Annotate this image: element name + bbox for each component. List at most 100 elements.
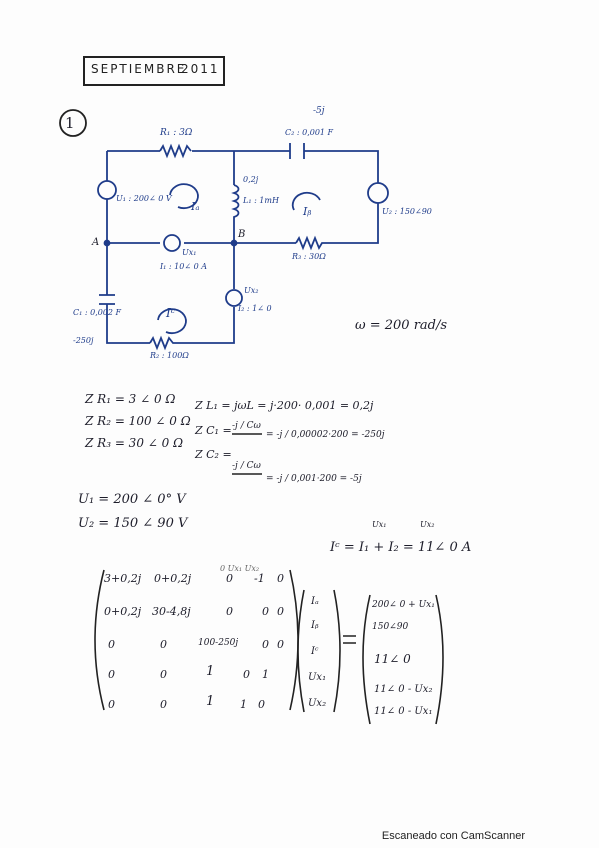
unknown-ib: Iᵦ [311,620,319,631]
m-r0-c2: 0 [226,572,233,585]
m-r0-c3: -1 [254,572,265,585]
bottom-wire [106,243,235,344]
omega-label: ω = 200 rad/s [355,318,448,333]
u1-source [97,180,117,200]
c2-impedance: -5j [313,106,325,116]
eq-zc2-fraction: -j / Cω [232,461,261,471]
m-r4-c1: 0 [160,698,167,711]
mesh-c-arrow [157,308,187,335]
c2-label: C₂ : 0,001 F [285,128,334,137]
ux1-label: Ux₁ [182,248,197,257]
eq-zc2-result: = -j / 0,001·200 = -5j [266,474,362,484]
eq-ic-ux2: Ux₂ [420,520,435,529]
eq-zl1: Z L₁ = jωL = j·200· 0,001 = 0,2j [195,399,374,412]
mesh-b-arrow [291,191,321,211]
u2-label: U₂ : 150∠90 [382,207,432,216]
m-r3-c2: 1 [206,664,215,679]
vector-bracket-open [297,589,305,713]
eq-u1: U₁ = 200 ∠ 0° V [78,492,186,507]
right-wire [330,203,379,244]
camscanner-watermark: Escaneado con CamScanner [381,830,525,842]
m-r2-c2: 100-250j [198,638,239,648]
l1-impedance: 0,2j [243,175,259,184]
matrix-header: 0 Ux₁ Ux₂ [220,564,260,573]
eq-zc1-left: Z C₁ = [195,424,232,437]
node-a-label: A [92,237,100,248]
title-month: SEPTIEMBRE [91,62,187,76]
m-r1-c0: 0+0,2j [104,605,142,618]
m-r2-c4: 0 [277,638,284,651]
c1-impedance: -250j [73,336,94,345]
i1-label: I₁ : 10∠ 0 A [160,262,207,271]
i1-source [163,234,181,252]
matrix-left-bracket-close [289,569,299,711]
node-b-label: B [238,229,246,240]
eq-zc1-result: = -j / 0,00002·200 = -250j [266,430,385,440]
title-year: 2011 [181,62,220,76]
problem-number-circle [59,109,87,137]
vector-bracket-close [333,589,341,713]
m-r1-c2: 0 [226,605,233,618]
rhs-4: 11∠ 0 - Ux₁ [374,706,433,717]
m-r3-c0: 0 [108,668,115,681]
m-r1-c4: 0 [277,605,284,618]
m-r2-c1: 0 [160,638,167,651]
rhs-bracket-open [362,594,371,725]
problem-number: 1 [65,114,75,132]
l1-label: L₁ : 1mH [243,196,279,205]
matrix-left-bracket-open [94,569,105,711]
unknown-ia: Iₐ [311,596,319,607]
eq-u2: U₂ = 150 ∠ 90 V [78,516,188,531]
u1-label: U₁ : 200∠ 0 V [116,194,172,203]
unknown-ic: Iᶜ [311,646,319,657]
c1-label: C₁ : 0,002 F [73,308,122,317]
m-r1-c3: 0 [262,605,269,618]
eq-ic: Iᶜ = I₁ + I₂ = 11∠ 0 A [330,540,472,555]
rhs-bracket-close [435,594,444,725]
eq-zr1: Z R₁ = 3 ∠ 0 Ω [85,392,176,406]
r1-label: R₁ : 3Ω [160,128,193,138]
c2-capacitor [289,143,305,159]
u2-source [367,182,389,204]
m-r0-c1: 0+0,2j [154,572,192,585]
rhs-0: 200∠ 0 + Ux₁ [372,600,435,610]
eq-zr3: Z R₃ = 30 ∠ 0 Ω [85,436,184,450]
rhs-1: 150∠90 [372,622,409,632]
l1-inductor [231,184,240,243]
i2-label: I₂ : 1∠ 0 [238,304,272,313]
eq-zc2-left: Z C₂ = [195,448,232,461]
top-wire [107,150,379,185]
ux2-label: Ux₂ [244,286,259,295]
m-r0-c0: 3+0,2j [104,572,142,585]
m-r4-c4: 0 [258,698,265,711]
c1-capacitor [99,294,115,305]
eq-zr2: Z R₂ = 100 ∠ 0 Ω [85,414,191,428]
m-r4-c0: 0 [108,698,115,711]
unknown-ux1: Ux₁ [308,672,327,683]
m-r4-c2: 1 [206,694,215,709]
i2-source [225,289,243,307]
m-r3-c1: 0 [160,668,167,681]
equals-sign [343,635,356,644]
eq-ic-ux1: Ux₁ [372,520,387,529]
m-r3-c4: 1 [262,668,269,681]
r3-resistor [295,235,330,251]
unknown-ux2: Ux₂ [308,698,327,709]
m-r4-c3: 1 [240,698,247,711]
r2-label: R₂ : 100Ω [150,351,189,360]
title-box: SEPTIEMBRE 2011 [83,56,225,86]
m-r0-c4: 0 [277,572,284,585]
r3-label: R₃ : 30Ω [292,252,326,261]
r1-resistor [159,143,192,159]
rhs-3: 11∠ 0 - Ux₂ [374,684,433,695]
mesh-a-label: Iₐ [191,200,200,213]
m-r3-c3: 0 [243,668,250,681]
rhs-2: 11∠ 0 [374,652,411,666]
mesh-b-label: Iᵦ [303,205,312,218]
m-r2-c3: 0 [262,638,269,651]
m-r2-c0: 0 [108,638,115,651]
m-r1-c1: 30-4,8j [152,605,191,618]
mesh-a-arrow [169,183,199,210]
